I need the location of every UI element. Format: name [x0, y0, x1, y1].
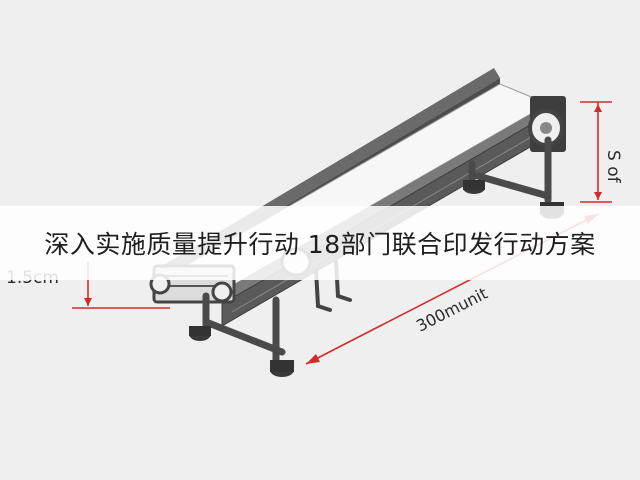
- dimension-label-length: 300munit: [413, 284, 490, 336]
- dimension-label-right: S of: [603, 150, 623, 184]
- caption-text: 深入实施质量提升行动 18部门联合印发行动方案: [44, 230, 596, 259]
- caption-banner: 深入实施质量提升行动 18部门联合印发行动方案: [0, 206, 640, 280]
- support-frame: [202, 136, 552, 364]
